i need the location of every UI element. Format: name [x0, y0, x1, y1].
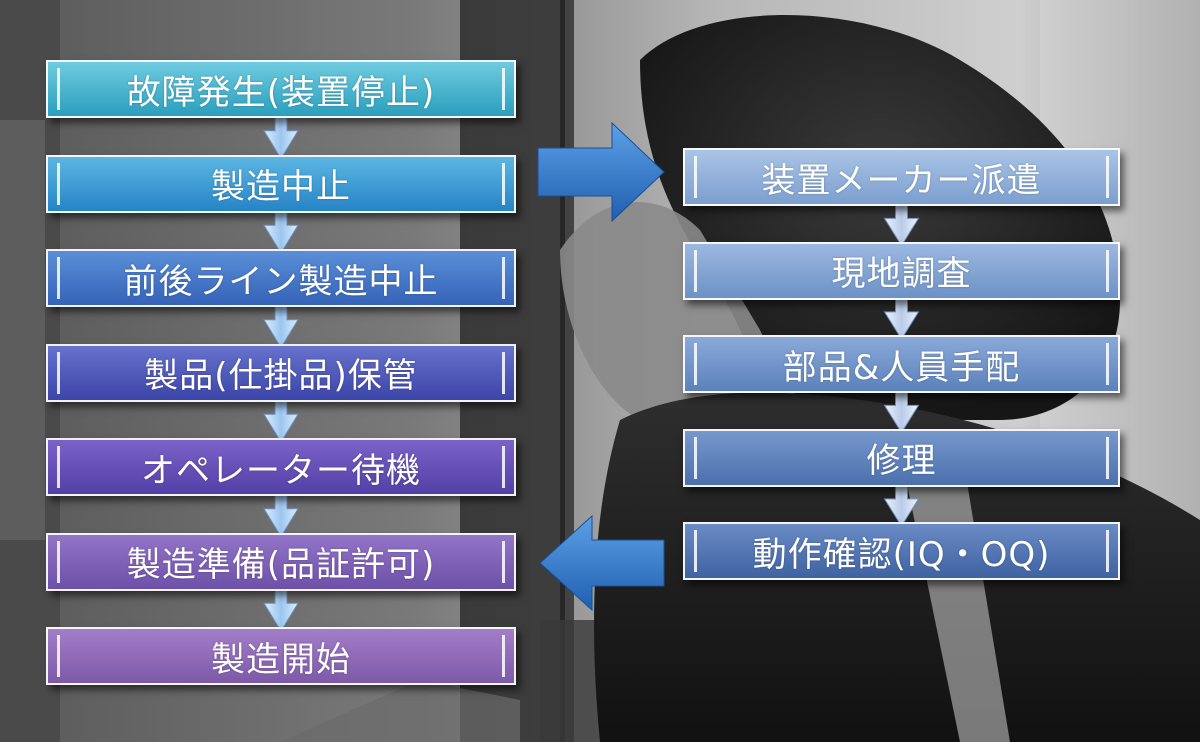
left-down-arrow-4 — [263, 395, 299, 443]
right-flow-step-label: 現地調査 — [831, 254, 972, 294]
arrow-right-connector — [537, 121, 665, 223]
right-flow-step-1: 装置メーカー派遣 — [683, 148, 1120, 206]
left-flow-step-4: 製品(仕掛品)保管 — [46, 343, 516, 402]
right-down-arrow-1 — [883, 199, 920, 247]
right-flow-step-4: 修理 — [683, 428, 1120, 487]
right-flow-step-label: 修理 — [866, 441, 937, 481]
right-flow-step-2: 現地調査 — [683, 241, 1120, 300]
left-down-arrow-2 — [263, 206, 299, 254]
right-flow-step-label: 動作確認(IQ・OQ) — [752, 534, 1051, 575]
left-flow-step-label: 製品(仕掛品)保管 — [144, 356, 418, 396]
left-flow-step-label: オペレーター待機 — [141, 450, 421, 491]
left-flow-step-label: 故障発生(装置停止) — [126, 72, 436, 113]
right-flow-step-3: 部品&人員手配 — [683, 335, 1120, 393]
left-flow-step-1: 故障発生(装置停止) — [46, 60, 516, 118]
left-flow-step-2: 製造中止 — [46, 154, 516, 213]
right-flow-step-5: 動作確認(IQ・OQ) — [683, 522, 1120, 580]
left-flow-step-label: 製造準備(品証許可) — [126, 545, 436, 585]
right-down-arrow-4 — [883, 480, 920, 527]
right-down-arrow-2 — [883, 293, 920, 340]
left-flow-step-label: 前後ライン製造中止 — [123, 261, 439, 302]
right-down-arrow-3 — [883, 386, 920, 434]
left-down-arrow-6 — [263, 584, 299, 632]
left-down-arrow-5 — [263, 489, 299, 538]
left-down-arrow-3 — [263, 300, 299, 349]
left-down-arrow-1 — [263, 111, 299, 160]
arrow-left-connector — [539, 514, 665, 612]
left-flow-step-label: 製造開始 — [211, 639, 351, 680]
left-flow-step-3: 前後ライン製造中止 — [46, 249, 516, 307]
left-flow-step-7: 製造開始 — [46, 627, 516, 685]
right-flow-step-label: 部品&人員手配 — [782, 347, 1021, 388]
left-flow-step-5: オペレーター待機 — [46, 438, 516, 496]
left-flow-step-6: 製造準備(品証許可) — [46, 532, 516, 591]
right-flow-step-label: 装置メーカー派遣 — [761, 160, 1042, 201]
left-flow-step-label: 製造中止 — [211, 167, 351, 207]
